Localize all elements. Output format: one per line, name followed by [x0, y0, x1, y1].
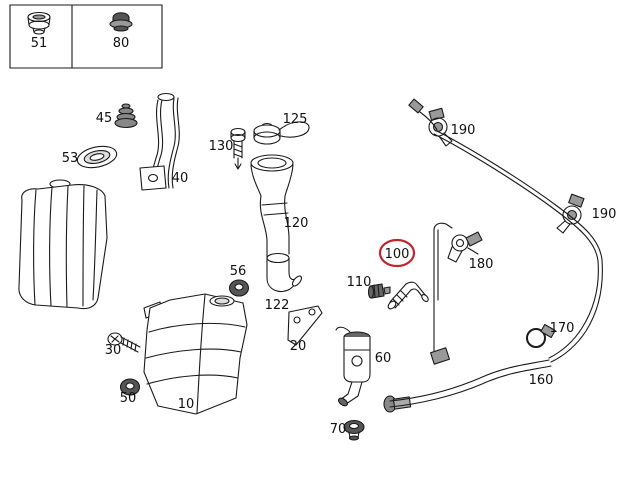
- part-label-50[interactable]: 50: [120, 391, 137, 406]
- part-label-125[interactable]: 125: [283, 112, 308, 127]
- part-122-elbow-drawing: [266, 252, 303, 293]
- part-53-seal-drawing: [76, 145, 118, 169]
- part-100-connector-drawing: [387, 281, 429, 310]
- part-190-clip-right-drawing: [556, 193, 585, 234]
- part-label-80[interactable]: 80: [113, 36, 130, 51]
- part-label-30[interactable]: 30: [105, 343, 122, 358]
- part-label-190-right[interactable]: 190: [592, 207, 617, 222]
- part-label-122[interactable]: 122: [265, 298, 290, 313]
- part-label-60[interactable]: 60: [375, 351, 392, 366]
- part-label-10[interactable]: 10: [178, 397, 195, 412]
- reservoir-left-drawing: [18, 179, 108, 310]
- part-label-190-top[interactable]: 190: [451, 123, 476, 138]
- part-51-cap-drawing: [27, 11, 51, 35]
- part-56-grommet-drawing: [228, 279, 250, 297]
- part-120-filler-neck-drawing: [250, 154, 294, 259]
- part-125-cap-drawing: [253, 121, 310, 145]
- part-130-screw-drawing: [230, 127, 246, 170]
- part-20-bracket-drawing: [287, 305, 323, 346]
- part-180-valve-drawing: [447, 231, 483, 263]
- part-190-clip-top-drawing: [428, 107, 453, 147]
- highlight-circle-100: [378, 238, 416, 268]
- part-label-160[interactable]: 160: [529, 373, 554, 388]
- part-110-sensor-drawing: [367, 283, 391, 299]
- part-label-70[interactable]: 70: [330, 422, 347, 437]
- part-label-20[interactable]: 20: [290, 339, 307, 354]
- part-label-130[interactable]: 130: [209, 139, 234, 154]
- part-label-56[interactable]: 56: [230, 264, 247, 279]
- part-80-plug-drawing: [109, 12, 133, 32]
- part-label-45[interactable]: 45: [96, 111, 113, 126]
- part-160-hose-drawing: [383, 359, 552, 413]
- part-10-reservoir-drawing: [143, 293, 248, 415]
- bracket-wire-drawing: [429, 222, 453, 365]
- part-60-pump-drawing: [335, 326, 371, 407]
- legend-box: [9, 4, 163, 69]
- part-label-40[interactable]: 40: [172, 171, 189, 186]
- part-label-180[interactable]: 180: [469, 257, 494, 272]
- part-label-110[interactable]: 110: [347, 275, 372, 290]
- part-label-53[interactable]: 53: [62, 151, 79, 166]
- part-label-51[interactable]: 51: [31, 36, 48, 51]
- part-30-screw-drawing: [107, 332, 141, 353]
- part-label-120[interactable]: 120: [284, 216, 309, 231]
- part-70-grommet-drawing: [343, 419, 365, 441]
- hose-long-drawing: [408, 98, 603, 363]
- part-label-100[interactable]: 100: [385, 247, 410, 262]
- part-50-grommet-drawing: [119, 378, 141, 396]
- part-45-bellows-drawing: [114, 103, 138, 129]
- part-40-bracket-drawing: [139, 92, 180, 191]
- part-label-170[interactable]: 170: [550, 321, 575, 336]
- part-170-clamp-drawing: [526, 323, 556, 348]
